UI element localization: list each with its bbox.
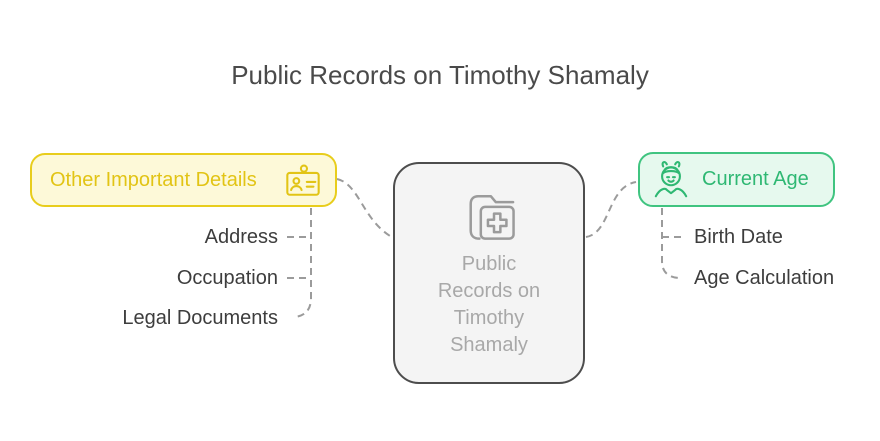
branch-node-current-age: Current Age xyxy=(638,152,835,207)
connector-center-to-left-branch xyxy=(336,178,391,237)
center-node: Public Records on Timothy Shamaly xyxy=(393,162,585,384)
sub-item-birth-date: Birth Date xyxy=(694,226,783,248)
sub-item-age-calculation: Age Calculation xyxy=(694,267,835,289)
connector-left-items-spine xyxy=(294,208,312,318)
sub-item-occupation: Occupation xyxy=(176,267,278,289)
person-icon xyxy=(654,160,688,197)
id-card-icon xyxy=(286,164,320,196)
branch-node-other-important-details: Other Important Details xyxy=(30,153,337,207)
connector-right-items-spine xyxy=(661,208,680,279)
sub-item-address: Address xyxy=(204,226,278,248)
branch-label: Other Important Details xyxy=(50,168,257,191)
sub-item-legal-documents: Legal Documents xyxy=(122,307,278,329)
branch-label: Current Age xyxy=(702,168,809,190)
connector-center-to-right-branch xyxy=(585,181,637,238)
folder-plus-icon xyxy=(469,195,515,240)
page-title: Public Records on Timothy Shamaly xyxy=(231,60,649,90)
center-node-label: Public Records on Timothy Shamaly xyxy=(437,253,541,356)
